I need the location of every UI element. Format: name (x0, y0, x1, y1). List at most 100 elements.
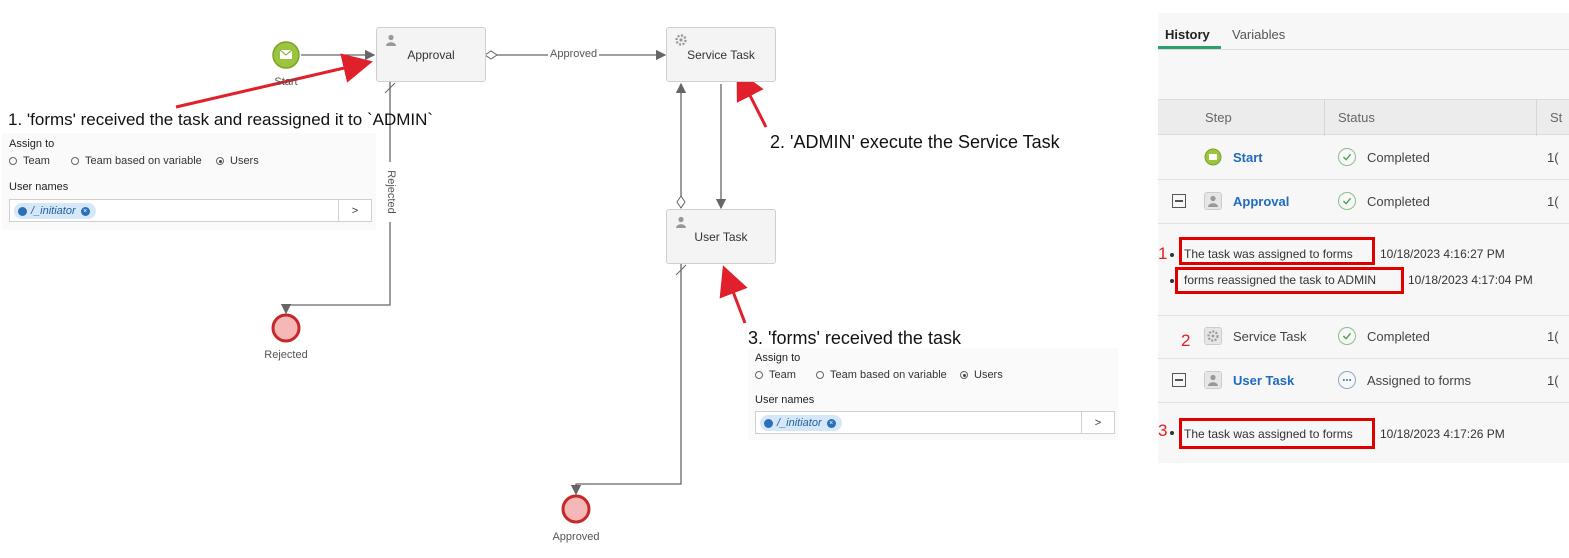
radio-dot-selected (216, 157, 224, 165)
user-task-details: The task was assigned to forms 10/18/202… (1158, 403, 1569, 463)
diamond-marker (676, 195, 686, 209)
annotation-arrow-1 (175, 53, 373, 109)
rejected-end-event[interactable] (271, 313, 301, 343)
edge-label-rejected: Rejected (385, 162, 397, 222)
history-row-approval[interactable]: Approval Completed 1( (1158, 180, 1569, 224)
gear-icon (675, 34, 687, 46)
radio-team-variable[interactable]: Team based on variable (816, 369, 947, 381)
history-row-start[interactable]: Start Completed 1( (1158, 136, 1569, 180)
user-icon (676, 216, 686, 228)
user-icon (386, 34, 396, 46)
user-task-label: User Task (694, 229, 748, 244)
highlight-box-3 (1179, 418, 1375, 449)
assign-panel-2: Assign to Team Team based on variable Us… (748, 348, 1118, 440)
history-detail-time: 10/18/2023 4:17:04 PM (1408, 273, 1533, 287)
default-flow-slash (384, 82, 396, 94)
radio-team-variable[interactable]: Team based on variable (71, 155, 202, 167)
history-detail-time: 10/18/2023 4:17:26 PM (1380, 427, 1505, 441)
assign-title: Assign to (9, 138, 55, 150)
radio-dot (71, 157, 79, 165)
history-row-user-task[interactable]: User Task Assigned to forms 1( (1158, 359, 1569, 403)
approved-end-event[interactable] (561, 494, 591, 524)
approval-label: Approval (407, 47, 455, 62)
history-detail-text: The task was assigned to forms (1184, 427, 1353, 441)
step-status: Assigned to forms (1367, 373, 1472, 388)
history-table-header: Step Status St (1158, 99, 1569, 136)
radio-dot (9, 157, 17, 165)
start-label: Start (274, 76, 298, 88)
remove-chip-icon[interactable]: × (826, 418, 836, 428)
step-name[interactable]: Approval (1233, 194, 1290, 209)
service-task-label: Service Task (687, 47, 755, 62)
history-detail-text: The task was assigned to forms (1184, 247, 1353, 261)
highlight-box-2 (1175, 267, 1404, 294)
radio-users[interactable]: Users (216, 155, 259, 167)
user-circle-icon (764, 418, 773, 428)
approval-details: The task was assigned to forms 10/18/202… (1158, 224, 1569, 316)
highlight-box-1 (1179, 237, 1375, 265)
history-detail-time: 10/18/2023 4:16:27 PM (1380, 247, 1505, 261)
radio-dot (755, 371, 763, 379)
ellipsis-icon (1338, 371, 1356, 389)
user-names-field[interactable]: /_initiator× > (755, 411, 1115, 434)
annotation-note-2: 2. 'ADMIN' execute the Service Task (770, 132, 1060, 152)
step-start-time: 1( (1547, 194, 1559, 209)
user-chip[interactable]: /_initiator× (14, 203, 96, 219)
radio-users[interactable]: Users (960, 369, 1003, 381)
radio-dot-selected (960, 371, 968, 379)
tab-variables[interactable]: Variables (1232, 27, 1286, 42)
approved-label: Approved (552, 531, 600, 543)
col-status: Status (1338, 110, 1375, 125)
marker-1: 1 (1158, 244, 1168, 263)
step-name[interactable]: User Task (1233, 373, 1295, 388)
open-picker-button[interactable]: > (338, 200, 371, 221)
history-row-service-task[interactable]: Service Task Completed 1( (1158, 315, 1569, 359)
user-icon (1204, 371, 1222, 389)
check-icon (1338, 327, 1356, 345)
gear-icon (1204, 327, 1222, 345)
rejected-label: Rejected (264, 349, 308, 361)
approval-task[interactable]: Approval (376, 27, 486, 82)
radio-dot (816, 371, 824, 379)
col-step: Step (1205, 110, 1232, 125)
step-status: Completed (1367, 194, 1430, 209)
check-icon (1338, 148, 1356, 166)
tab-divider (1158, 49, 1569, 50)
open-picker-button[interactable]: > (1081, 412, 1114, 433)
edge-label-approved: Approved (548, 48, 600, 60)
step-start-time: 1( (1547, 329, 1559, 344)
marker-3: 3 (1158, 421, 1168, 440)
step-name[interactable]: Start (1233, 150, 1263, 165)
radio-team[interactable]: Team (9, 155, 50, 167)
annotation-note-3: 3. 'forms' received the task (748, 328, 961, 348)
assign-panel-1: Assign to Team Team based on variable Us… (2, 133, 376, 230)
radio-team[interactable]: Team (755, 369, 796, 381)
history-detail-text: forms reassigned the task to ADMIN (1184, 273, 1377, 287)
active-tab-indicator (1158, 46, 1221, 49)
user-names-label: User names (9, 181, 69, 193)
user-names-label: User names (755, 394, 815, 406)
step-name: Service Task (1233, 329, 1307, 344)
user-task[interactable]: User Task (666, 209, 776, 264)
annotation-note-1: 1. 'forms' received the task and reassig… (8, 110, 434, 129)
user-chip[interactable]: /_initiator× (760, 415, 842, 431)
step-status: Completed (1367, 150, 1430, 165)
user-circle-icon (18, 206, 27, 216)
user-names-field[interactable]: /_initiator× > (9, 199, 372, 222)
diamond-marker (484, 50, 498, 60)
check-icon (1338, 192, 1356, 210)
default-flow-slash (675, 264, 687, 276)
tab-history[interactable]: History (1165, 27, 1210, 42)
step-start-time: 1( (1547, 373, 1559, 388)
user-icon (1204, 192, 1222, 210)
collapse-icon[interactable] (1172, 194, 1186, 208)
step-start-time: 1( (1547, 150, 1559, 165)
remove-chip-icon[interactable]: × (80, 206, 90, 216)
col-st: St (1550, 110, 1563, 125)
service-task[interactable]: Service Task (666, 27, 776, 82)
assign-title: Assign to (755, 352, 801, 364)
collapse-icon[interactable] (1172, 373, 1186, 387)
start-event-icon (1204, 148, 1222, 166)
flow-user-approved (570, 264, 682, 496)
